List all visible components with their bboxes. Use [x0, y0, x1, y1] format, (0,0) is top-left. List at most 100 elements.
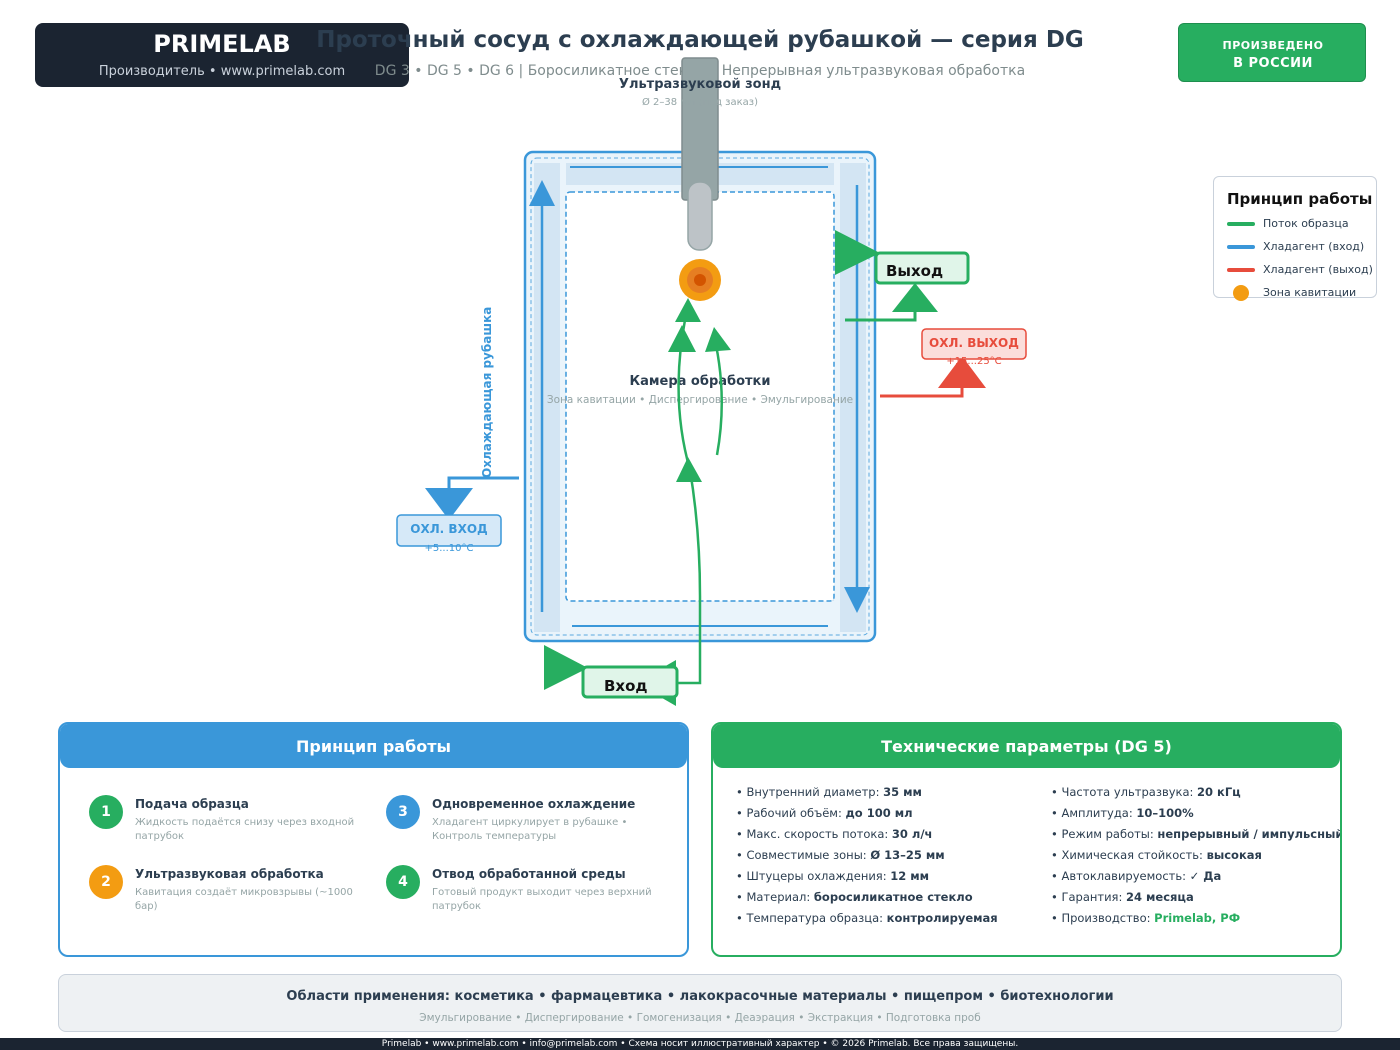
spec-label: Материал: — [746, 890, 814, 904]
coolant-arrow-down-icon — [844, 587, 870, 613]
step-description: Кавитация создаёт микровзрывы (~1000 бар… — [135, 887, 353, 912]
specs-panel: Технические параметры (DG 5) • Внутренни… — [711, 722, 1342, 957]
legend-swatch — [1227, 245, 1255, 249]
sample-flow-arrow-icon — [705, 327, 731, 352]
spec-item: • Производство: Primelab, РФ — [1051, 911, 1241, 925]
made-in-russia-badge: ПРОИЗВЕДЕНО В РОССИИ — [1178, 23, 1366, 82]
flow-vessel-diagram: Ультразвуковой зонд Ø 2–38 мм (под заказ… — [396, 57, 1027, 706]
step-number-badge: 2 — [89, 865, 123, 899]
sample-flow-side-path — [714, 344, 724, 456]
coolant-out-label: ОХЛ. ВЫХОД — [929, 336, 1019, 350]
applications-processes: Эмульгирование • Диспергирование • Гомог… — [419, 1012, 981, 1024]
legend-swatch — [1227, 222, 1255, 226]
ultrasonic-probe-tip — [687, 181, 713, 251]
principle-step-4: 4 Отвод обработанной среды Готовый проду… — [386, 865, 676, 925]
spec-value: боросиликатное стекло — [813, 890, 973, 904]
spec-label: Гарантия: — [1061, 890, 1127, 904]
spec-label: Частота ультразвука: — [1061, 785, 1198, 799]
applications-box: Области применения: косметика • фармацев… — [58, 974, 1342, 1032]
step-description: Готовый продукт выходит через верхний па… — [432, 887, 652, 912]
coolant-in-label: ОХЛ. ВХОД — [410, 522, 487, 536]
step-title: Подача образца — [135, 797, 249, 811]
spec-label: Режим работы: — [1061, 827, 1158, 841]
cavitation-dot-icon — [1233, 285, 1249, 301]
coolant-in-path — [447, 476, 519, 490]
coolant-in-box — [396, 514, 502, 547]
brand-name: PRIMELAB — [153, 30, 291, 58]
step-description: Жидкость подаётся снизу через входной па… — [135, 817, 355, 842]
spec-value: до 100 мл — [845, 806, 913, 820]
chamber-title: Камера обработки — [629, 374, 770, 389]
outlet-up-arrow-icon — [892, 283, 938, 312]
spec-label: Производство: — [1061, 911, 1155, 925]
spec-value: 30 л/ч — [891, 827, 933, 841]
legend-item-label: Поток образца — [1263, 217, 1349, 230]
spec-label: Рабочий объём: — [746, 806, 846, 820]
step-number-badge: 1 — [89, 795, 123, 829]
step-title: Одновременное охлаждение — [432, 797, 636, 811]
coolant-out-temp: +15...25°C — [946, 356, 1001, 367]
legend-item-sample-flow: Поток образца — [1227, 216, 1377, 232]
spec-item: • Материал: боросиликатное стекло — [736, 890, 973, 904]
principle-step-3: 3 Одновременное охлаждение Хладагент цир… — [386, 795, 676, 855]
principle-panel-title: Принцип работы — [60, 724, 687, 768]
legend-item-label: Зона кавитации — [1263, 286, 1357, 299]
cavitation-zone-center — [694, 274, 706, 286]
inlet-label: Вход — [604, 677, 648, 695]
footer: Primelab • www.primelab.com • info@prime… — [0, 1038, 1400, 1050]
spec-label: Совместимые зоны: — [746, 848, 871, 862]
spec-value: непрерывный / импульсный — [1157, 827, 1342, 841]
badge-line-1: ПРОИЗВЕДЕНО — [1222, 39, 1324, 52]
step-number-badge: 4 — [386, 865, 420, 899]
spec-value: контролируемая — [886, 911, 998, 925]
spec-item: • Внутренний диаметр: 35 мм — [736, 785, 922, 799]
spec-label: Амплитуда: — [1061, 806, 1137, 820]
badge-line-2: В РОССИИ — [1233, 56, 1313, 71]
spec-value: 10–100% — [1136, 806, 1194, 820]
spec-value: 24 месяца — [1126, 890, 1194, 904]
legend: Принцип работы Поток образца Хладагент (… — [1213, 176, 1377, 301]
spec-value: высокая — [1206, 848, 1262, 862]
principle-panel: Принцип работы 1 Подача образца Жидкость… — [58, 722, 689, 957]
spec-value: 35 мм — [883, 785, 922, 799]
step-title: Отвод обработанной среды — [432, 867, 626, 881]
spec-label: Внутренний диаметр: — [746, 785, 884, 799]
jacket-label: Охлаждающая рубашка — [480, 307, 494, 478]
sample-flow-arrow-icon — [675, 298, 701, 322]
principle-step-2: 2 Ультразвуковая обработка Кавитация соз… — [89, 865, 379, 925]
spec-item: • Частота ультразвука: 20 кГц — [1051, 785, 1241, 799]
legend-item-coolant-in: Хладагент (вход) — [1227, 239, 1377, 255]
coolant-arrow-up-icon — [529, 180, 555, 206]
specs-panel-title: Технические параметры (DG 5) — [713, 724, 1340, 768]
coolant-in-temp: +5...10°C — [425, 543, 474, 554]
coolant-in-arrow-icon — [425, 488, 473, 520]
step-number-badge: 3 — [386, 795, 420, 829]
page-title: Проточный сосуд с охлаждающей рубашкой —… — [316, 27, 1084, 53]
spec-item: • Штуцеры охлаждения: 12 мм — [736, 869, 930, 883]
sample-flow-inlet-path — [660, 469, 702, 685]
step-description: Хладагент циркулирует в рубашке • Контро… — [432, 817, 628, 842]
spec-item: • Химическая стойкость: высокая — [1051, 848, 1262, 862]
outlet-label-box — [874, 251, 970, 285]
spec-label: Штуцеры охлаждения: — [746, 869, 891, 883]
spec-item: • Рабочий объём: до 100 мл — [736, 806, 913, 820]
spec-value: 12 мм — [890, 869, 930, 883]
spec-value: Ø 13–25 мм — [870, 848, 945, 862]
spec-value: Primelab, РФ — [1154, 911, 1241, 925]
spec-item: • Амплитуда: 10–100% — [1051, 806, 1194, 820]
chamber-subtitle: Зона кавитации • Диспергирование • Эмуль… — [547, 394, 853, 406]
probe-title: Ультразвуковой зонд — [619, 77, 781, 92]
legend-item-label: Хладагент (вход) — [1263, 240, 1365, 253]
spec-item: • Совместимые зоны: Ø 13–25 мм — [736, 848, 945, 862]
spec-item: • Гарантия: 24 месяца — [1051, 890, 1194, 904]
brand-box — [35, 23, 409, 87]
spec-label: Макс. скорость потока: — [746, 827, 892, 841]
spec-item: • Температура образца: контролируемая — [736, 911, 998, 925]
coolant-out-arrow-icon — [938, 356, 986, 388]
sample-flow-arrow-icon — [668, 325, 696, 352]
jacket-channel-left — [534, 163, 560, 632]
spec-label: Температура образца: — [746, 911, 887, 925]
spec-value: 20 кГц — [1197, 785, 1241, 799]
legend-item-label: Хладагент (выход) — [1263, 263, 1373, 276]
spec-label: Автоклавируемость: — [1061, 869, 1190, 883]
